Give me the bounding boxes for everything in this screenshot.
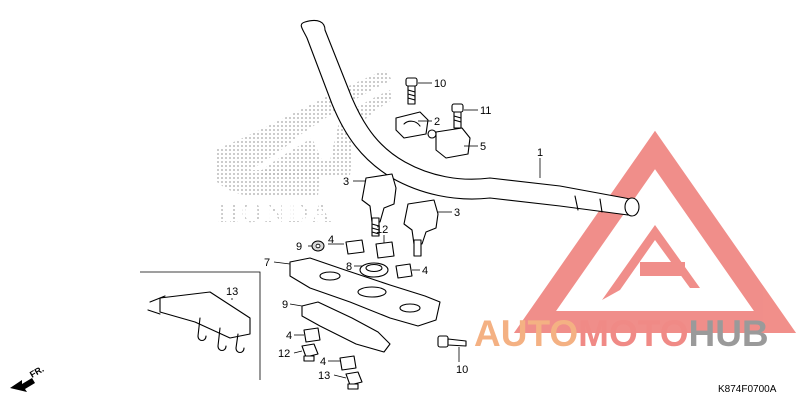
front-direction-indicator: FR. bbox=[10, 364, 46, 392]
honda-wordmark: HONDA bbox=[218, 198, 334, 229]
holder-plate-part-6[interactable] bbox=[289, 257, 441, 327]
bolt-part-9-lower[interactable] bbox=[437, 335, 467, 348]
part-number-2: 2 bbox=[434, 116, 440, 128]
nut-part-12-right[interactable] bbox=[345, 371, 363, 390]
part-number-1: 1 bbox=[537, 147, 543, 159]
part-number-10: 10 bbox=[434, 78, 446, 90]
part-number-3: 3 bbox=[343, 176, 349, 188]
collar-part-7[interactable] bbox=[359, 262, 389, 278]
lower-holder-part-3-left[interactable] bbox=[361, 173, 397, 237]
part-number-4: 4 bbox=[286, 330, 292, 342]
leader-lines bbox=[231, 82, 541, 379]
front-direction-label: FR. bbox=[28, 364, 46, 380]
cushion-part-4-left[interactable] bbox=[345, 239, 365, 255]
brand-part-auto: AUTO bbox=[474, 313, 578, 354]
handlebar-part-1[interactable] bbox=[300, 19, 640, 217]
bolt-part-10-left[interactable] bbox=[405, 77, 418, 105]
bolt-part-10-right[interactable] bbox=[451, 103, 464, 129]
bracket-part-13[interactable] bbox=[140, 271, 261, 380]
part-number-13: 13 bbox=[226, 286, 238, 298]
part-number-11: 12 bbox=[376, 224, 388, 236]
part-number-12: 12 bbox=[278, 348, 290, 360]
automotohub-triangle-logo bbox=[513, 130, 797, 333]
part-number-10: 11 bbox=[480, 105, 491, 117]
diagram-reference-code: K874F0700A bbox=[718, 384, 777, 395]
cushion-part-4-lower-right[interactable] bbox=[339, 355, 357, 371]
automotohub-wordmark: AUTOMOTOHUB bbox=[474, 313, 769, 354]
part-number-9: 10 bbox=[456, 364, 468, 376]
part-number-3: 3 bbox=[454, 207, 460, 219]
part-number-7: 8 bbox=[346, 261, 352, 273]
part-number-8: 9 bbox=[282, 299, 288, 311]
washer-part-9-top[interactable] bbox=[311, 240, 325, 252]
part-number-12: 13 bbox=[318, 370, 330, 382]
cushion-part-4-right[interactable] bbox=[395, 263, 413, 279]
upper-holder-part-2[interactable] bbox=[395, 111, 429, 139]
upper-holder-part-5[interactable] bbox=[427, 127, 471, 159]
brand-part-hub: HUB bbox=[688, 313, 768, 354]
brand-part-moto: MOTO bbox=[578, 313, 688, 354]
part-number-labels: 10 11 2 5 1 3 3 9 4 12 8 4 7 9 4 12 4 13… bbox=[226, 78, 543, 382]
part-number-4: 4 bbox=[320, 356, 326, 368]
nut-part-12-left[interactable] bbox=[301, 343, 319, 362]
cushion-part-11[interactable] bbox=[375, 241, 395, 259]
part-number-6: 7 bbox=[264, 257, 270, 269]
lower-plate-part-8[interactable] bbox=[301, 301, 391, 353]
cushion-part-4-lower-left[interactable] bbox=[303, 327, 321, 343]
svg-text:AUTOMOTOHUB: AUTOMOTOHUB bbox=[474, 313, 769, 354]
part-number-4: 4 bbox=[422, 265, 428, 277]
lower-holder-part-3-right[interactable] bbox=[403, 199, 439, 257]
part-number-9: 9 bbox=[296, 241, 302, 253]
part-number-5: 5 bbox=[480, 141, 486, 153]
part-number-4: 4 bbox=[328, 234, 334, 246]
